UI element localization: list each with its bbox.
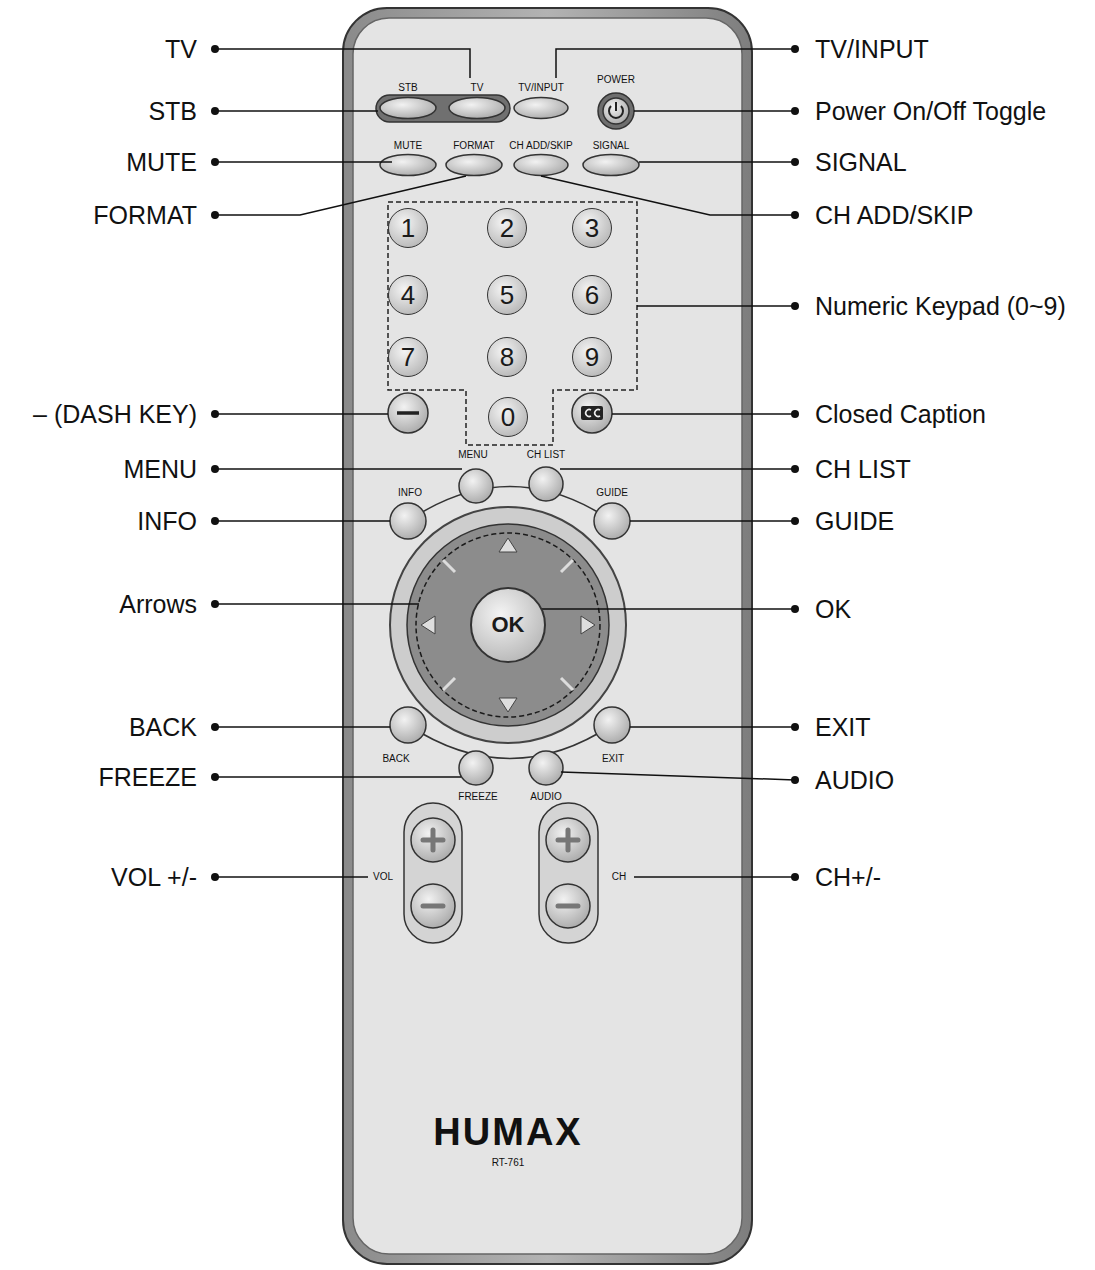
number-button: 4 <box>388 275 428 315</box>
button-label: GUIDE <box>596 488 628 498</box>
callout-label: TV <box>165 37 197 62</box>
button-label: INFO <box>398 488 422 498</box>
button-text: 5 <box>500 282 514 308</box>
callout-label: Closed Caption <box>815 402 986 427</box>
button-label: EXIT <box>602 754 624 764</box>
button-label: CH ADD/SKIP <box>509 141 572 151</box>
callout-label: – (DASH KEY) <box>33 402 197 427</box>
callout-label: MUTE <box>126 150 197 175</box>
callout-label: MENU <box>123 457 197 482</box>
button-label: POWER <box>597 75 635 85</box>
button-text: 2 <box>500 215 514 241</box>
button-text: 8 <box>500 344 514 370</box>
callout-label: CH LIST <box>815 457 911 482</box>
callout-label: STB <box>148 99 197 124</box>
model-number: RT-761 <box>492 1158 525 1168</box>
callout-label: EXIT <box>815 715 871 740</box>
callout-label: FORMAT <box>93 203 197 228</box>
button-label: VOL <box>373 872 393 882</box>
callout-label: FREEZE <box>98 765 197 790</box>
leader-lines <box>215 49 795 877</box>
callout-label: CH ADD/SKIP <box>815 203 973 228</box>
button-text: 3 <box>585 215 599 241</box>
number-button: 6 <box>572 275 612 315</box>
callout-label: INFO <box>137 509 197 534</box>
button-text: 4 <box>401 282 415 308</box>
top-buttons <box>376 93 639 176</box>
ok-button: OK <box>470 587 546 663</box>
number-button: 3 <box>572 208 612 248</box>
button-label: MUTE <box>394 141 422 151</box>
button-label: MENU <box>458 450 487 460</box>
callout-label: Power On/Off Toggle <box>815 99 1046 124</box>
number-button: 5 <box>487 275 527 315</box>
number-button: 0 <box>488 397 528 437</box>
leader-dots <box>211 45 799 881</box>
button-text: 7 <box>401 344 415 370</box>
button-text: OK <box>492 614 525 636</box>
button-label: TV/INPUT <box>518 83 564 93</box>
button-label: AUDIO <box>530 792 562 802</box>
callout-label: TV/INPUT <box>815 37 929 62</box>
number-button: 8 <box>487 337 527 377</box>
button-label: FORMAT <box>453 141 494 151</box>
number-button: 1 <box>388 208 428 248</box>
callout-label: SIGNAL <box>815 150 907 175</box>
keypad-outline <box>388 202 637 445</box>
button-label: STB <box>398 83 417 93</box>
button-text: 9 <box>585 344 599 370</box>
button-text: 0 <box>501 404 515 430</box>
button-text: 1 <box>401 215 415 241</box>
button-label: CH <box>612 872 626 882</box>
callout-label: CH+/- <box>815 865 881 890</box>
button-label: FREEZE <box>458 792 497 802</box>
arrow-dial <box>390 507 626 743</box>
button-label: CH LIST <box>527 450 565 460</box>
button-label: BACK <box>382 754 409 764</box>
callout-label: AUDIO <box>815 768 894 793</box>
callout-label: Arrows <box>119 592 197 617</box>
number-button: 7 <box>388 337 428 377</box>
remote-body <box>343 8 752 1264</box>
button-text: 6 <box>585 282 599 308</box>
callout-label: BACK <box>129 715 197 740</box>
number-button: 9 <box>572 337 612 377</box>
button-label: TV <box>471 83 484 93</box>
button-label: SIGNAL <box>593 141 630 151</box>
callout-label: Numeric Keypad (0~9) <box>815 294 1066 319</box>
callout-label: VOL +/- <box>111 865 197 890</box>
number-button: 2 <box>487 208 527 248</box>
callout-label: OK <box>815 597 851 622</box>
volume-channel-rockers <box>404 803 598 943</box>
callout-label: GUIDE <box>815 509 894 534</box>
brand-logo: HUMAX <box>433 1113 582 1151</box>
